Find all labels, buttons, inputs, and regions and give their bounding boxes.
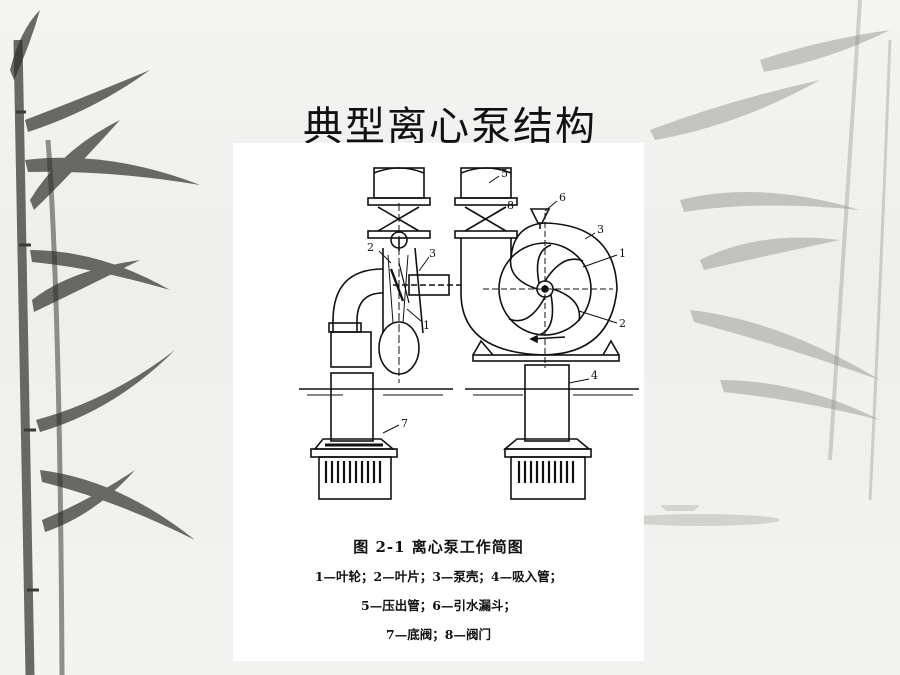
callout-4: 4 <box>591 369 598 382</box>
callout-7: 7 <box>401 417 408 430</box>
callout-1-right: 1 <box>619 247 626 260</box>
callout-3-left: 3 <box>429 247 436 260</box>
callout-5: 5 <box>501 167 508 180</box>
legend-line-3: 7—底阀；8—阀门 <box>386 627 491 642</box>
callout-8: 8 <box>507 199 514 212</box>
figure-caption: 图 2-1 离心泵工作简图 <box>353 538 524 556</box>
callout-3-right: 3 <box>597 223 604 236</box>
callout-6: 6 <box>559 191 566 204</box>
callout-2-right: 2 <box>619 317 626 330</box>
pump-diagram: 2 3 1 5 8 6 3 1 2 4 7 <box>299 167 639 500</box>
slide-title: 典型离心泵结构 <box>303 104 597 150</box>
callout-1-left: 1 <box>423 319 430 332</box>
legend-line-2: 5—压出管；6—引水漏斗； <box>361 598 516 613</box>
callout-2-left: 2 <box>367 241 374 254</box>
legend-line-1: 1—叶轮；2—叶片；3—泵壳；4—吸入管； <box>314 569 563 584</box>
pump-figure: 2 3 1 5 8 6 3 1 2 4 7 图 2-1 离心泵工作简图 1—叶轮… <box>233 143 644 661</box>
